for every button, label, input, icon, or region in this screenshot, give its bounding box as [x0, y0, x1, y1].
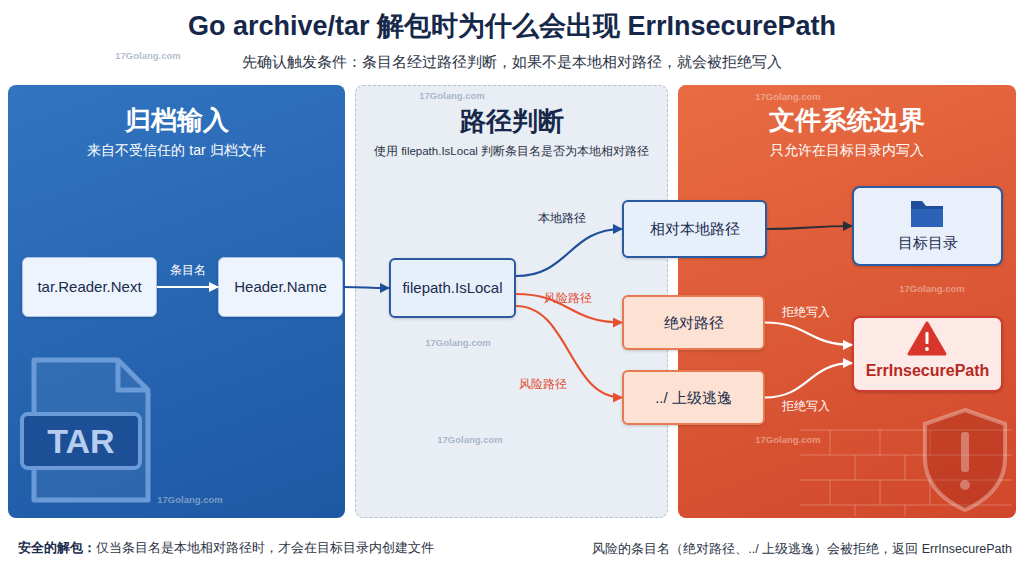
- footer-note: 仅当条目名是本地相对路径时，才会在目标目录内创建文件: [96, 540, 434, 556]
- edge-label: 条目名: [170, 263, 206, 277]
- subtitle: 先确认触发条件：条目名经过路径判断，如果不是本地相对路径，就会被拒绝写入: [242, 53, 782, 71]
- edge-label: 风险路径: [519, 377, 567, 391]
- footer-heading: 安全的解包：: [18, 540, 96, 556]
- icon-text: TAR: [47, 421, 114, 462]
- node-title: ../ 上级逃逸: [655, 389, 732, 407]
- node-title: 文件系统边界: [682, 105, 1012, 136]
- node-title: 路径判断: [360, 106, 663, 137]
- node-title: 归档输入: [12, 105, 341, 136]
- node-title: Header.Name: [234, 278, 327, 296]
- node-subtitle: 只允许在目标目录内写入: [682, 141, 1012, 159]
- node-title: filepath.IsLocal: [402, 279, 502, 297]
- footer-note: 风险的条目名（绝对路径、../ 上级逃逸）会被拒绝，返回 ErrInsecure…: [592, 542, 1012, 557]
- process-box: tar.Reader.Next: [22, 257, 157, 317]
- node-subtitle: 来自不受信任的 tar 归档文件: [12, 141, 341, 159]
- node-title: tar.Reader.Next: [37, 278, 141, 296]
- watermark: 17Golang.com: [157, 494, 222, 505]
- node-title: 目标目录: [898, 234, 958, 252]
- watermark: 17Golang.com: [755, 434, 820, 445]
- node-title: ErrInsecurePath: [866, 362, 990, 380]
- node-title: 相对本地路径: [650, 220, 740, 238]
- node-title: 绝对路径: [664, 314, 724, 332]
- error-box: ErrInsecurePath: [852, 316, 1003, 392]
- watermark: 17Golang.com: [419, 90, 484, 101]
- result-box: 相对本地路径: [622, 200, 767, 258]
- edge-label: 拒绝写入: [782, 305, 830, 319]
- target-box: 目标目录: [852, 186, 1003, 266]
- watermark: 17Golang.com: [437, 434, 502, 445]
- node-subtitle: 使用 filepath.IsLocal 判断条目名是否为本地相对路径: [360, 142, 663, 160]
- process-box: Header.Name: [218, 257, 343, 317]
- diagram-title: Go archive/tar 解包时为什么会出现 ErrInsecurePath: [0, 8, 1024, 44]
- edge-label: 本地路径: [538, 211, 586, 225]
- watermark: 17Golang.com: [755, 91, 820, 102]
- watermark: 17Golang.com: [425, 337, 490, 348]
- watermark: 17Golang.com: [115, 50, 180, 61]
- edge-label: 风险路径: [544, 291, 592, 305]
- risk-box: ../ 上级逃逸: [622, 370, 765, 425]
- watermark: 17Golang.com: [899, 283, 964, 294]
- footer-row: 安全的解包：仅当条目名是本地相对路径时，才会在目标目录内创建文件: [18, 540, 434, 556]
- edge-label: 拒绝写入: [782, 399, 830, 413]
- decision-box: filepath.IsLocal: [389, 258, 516, 318]
- risk-box: 绝对路径: [622, 295, 765, 350]
